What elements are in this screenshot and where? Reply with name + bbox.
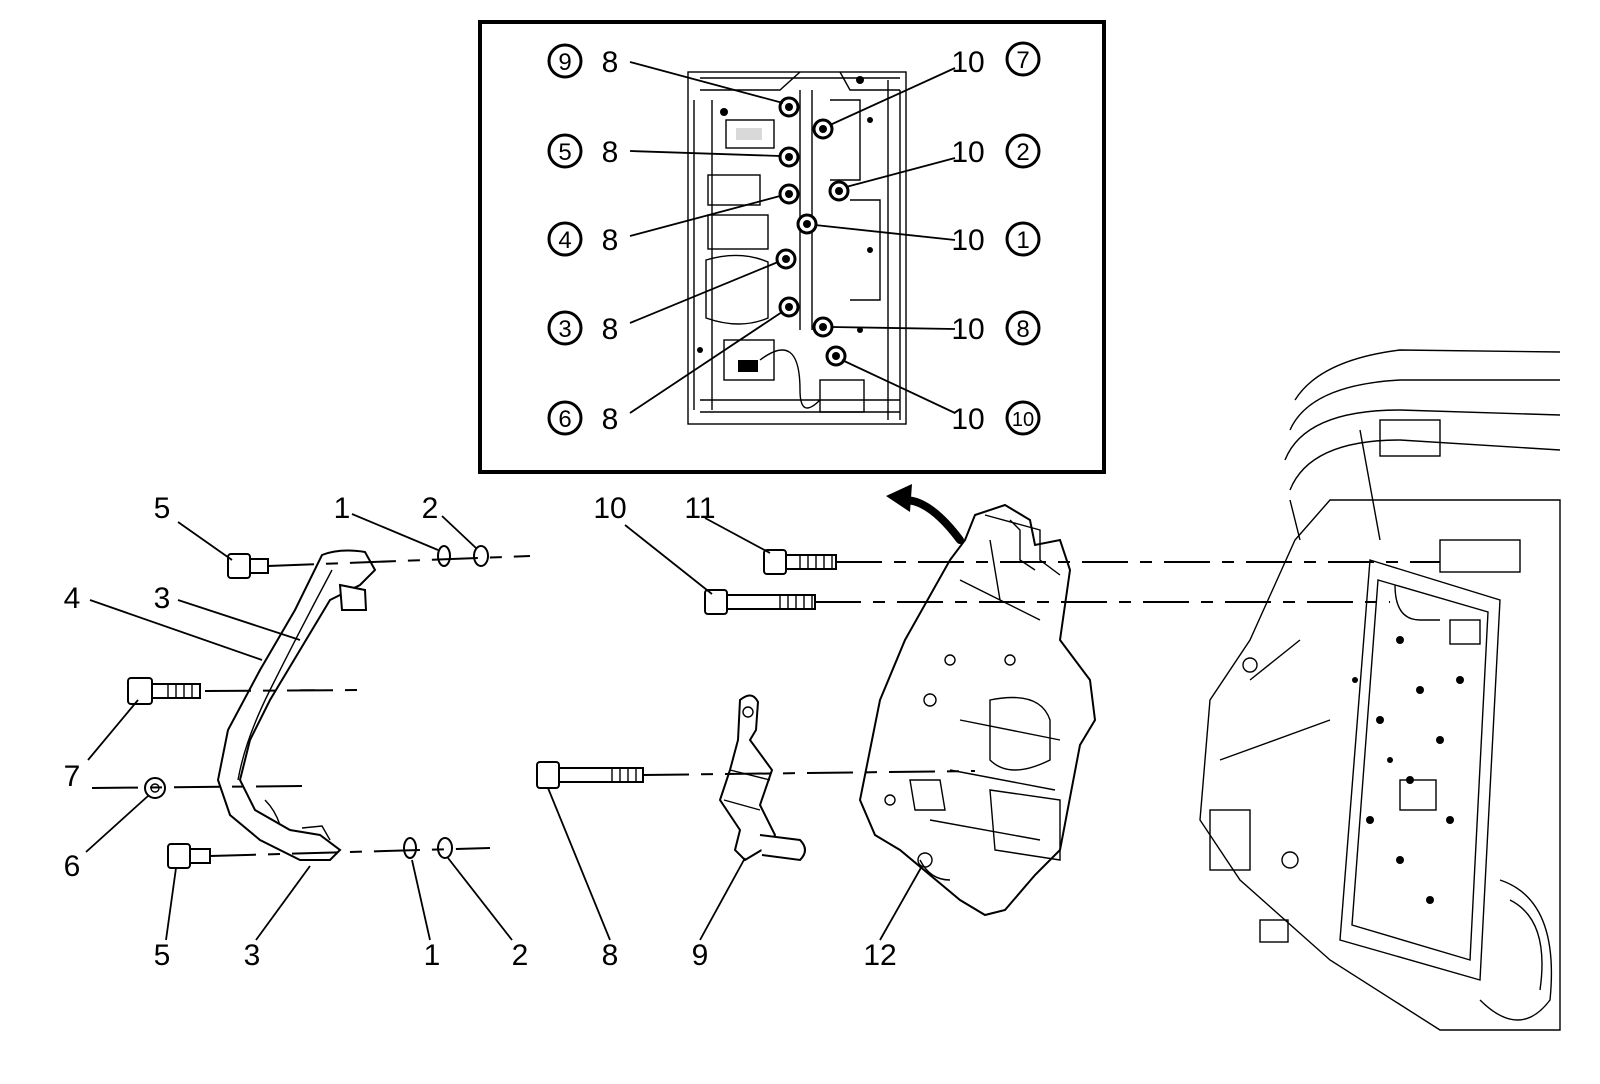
seq-circle <box>1005 133 1041 169</box>
seal-2-bottom <box>437 837 453 859</box>
seq-number: 8 <box>1016 316 1029 343</box>
bracket-9 <box>718 694 806 862</box>
seq-circle <box>1005 310 1041 346</box>
seq-number: 9 <box>558 49 571 76</box>
bolt-11 <box>763 549 837 575</box>
seq-number: 4 <box>558 227 571 254</box>
inset-leaders <box>629 61 956 414</box>
inset-right-labels: 10 7 10 2 10 1 10 8 10 10 <box>951 41 1041 436</box>
label-1-top: 1 <box>334 492 351 525</box>
label-12: 12 <box>863 939 896 972</box>
inset-bolt-heads <box>775 96 850 367</box>
callout-label: 10 <box>951 46 984 79</box>
alignment-lines <box>91 555 1440 857</box>
callout-label: 8 <box>602 136 619 169</box>
label-5-bottom: 5 <box>154 939 171 972</box>
washer-1-top <box>437 545 451 567</box>
label-9: 9 <box>692 939 709 972</box>
label-3-top: 3 <box>154 582 171 615</box>
label-11: 11 <box>684 492 715 525</box>
seq-number: 6 <box>558 406 571 433</box>
seq-number: 2 <box>1016 139 1029 166</box>
callout-label: 10 <box>951 136 984 169</box>
bolt-8-position-4 <box>778 183 800 205</box>
label-4: 4 <box>64 582 81 615</box>
harness-bracket <box>216 549 377 861</box>
control-module <box>858 503 1097 917</box>
callout-label: 8 <box>602 313 619 346</box>
seq-row-left-3: 4 8 <box>547 221 619 257</box>
label-6: 6 <box>64 850 81 883</box>
seq-circle <box>547 43 583 79</box>
seq-circle <box>1005 221 1041 257</box>
callout-label: 8 <box>602 403 619 436</box>
bolt-10-position-8 <box>812 316 834 338</box>
seq-number: 5 <box>558 139 571 166</box>
callout-label: 10 <box>951 313 984 346</box>
seal-2-top <box>473 545 489 567</box>
callout-leaders <box>85 513 923 941</box>
valve-body-illustration <box>687 71 907 425</box>
inset-left-labels: 9 8 5 8 4 8 3 8 6 8 <box>547 43 619 436</box>
detail-inset: 9 8 5 8 4 8 3 8 6 8 <box>478 20 1106 474</box>
bolt-8-position-6 <box>778 296 800 318</box>
seq-number: 3 <box>558 316 571 343</box>
seq-circle <box>1005 41 1041 77</box>
callout-label: 10 <box>951 403 984 436</box>
callout-labels: 5 1 2 4 3 7 6 5 3 1 2 8 9 12 10 11 <box>64 492 897 972</box>
seq-number: 7 <box>1016 47 1029 74</box>
seq-circle <box>1005 400 1041 436</box>
callout-label: 10 <box>951 224 984 257</box>
label-2-bottom: 2 <box>512 939 529 972</box>
seq-row-right-5: 10 10 <box>951 400 1041 436</box>
seq-row-right-1: 10 7 <box>951 41 1041 79</box>
seq-row-left-5: 6 8 <box>547 400 619 436</box>
seq-row-left-2: 5 8 <box>547 133 619 169</box>
view-arrow <box>886 484 964 544</box>
callout-label: 8 <box>602 46 619 79</box>
label-10: 10 <box>593 492 626 525</box>
bolt-8-position-3 <box>775 248 797 270</box>
washer-1-bottom <box>403 837 417 859</box>
bolt-5-top <box>227 553 269 579</box>
bolt-8 <box>536 761 644 789</box>
seq-row-right-2: 10 2 <box>951 133 1041 169</box>
label-1-bottom: 1 <box>424 939 441 972</box>
seq-row-right-4: 10 8 <box>951 310 1041 346</box>
callout-label: 8 <box>602 224 619 257</box>
bolt-8-position-5 <box>778 146 800 168</box>
seq-circle <box>547 310 583 346</box>
bolt-10 <box>704 589 816 615</box>
bolt-10-position-10 <box>825 345 847 367</box>
bolt-7 <box>127 677 201 705</box>
seq-circle <box>547 133 583 169</box>
bolt-10-position-1 <box>796 213 818 235</box>
transmission-illustration <box>1199 349 1561 1031</box>
label-3-bottom: 3 <box>244 939 261 972</box>
seq-number: 1 <box>1016 227 1029 254</box>
seq-row-left-1: 9 8 <box>547 43 619 79</box>
label-7: 7 <box>64 760 81 793</box>
seq-row-left-4: 3 8 <box>547 310 619 346</box>
seq-row-right-3: 10 1 <box>951 221 1041 257</box>
bolt-8-position-9 <box>778 96 800 118</box>
seq-circle <box>547 221 583 257</box>
bolt-10-position-7 <box>812 118 834 140</box>
label-2-top: 2 <box>422 492 439 525</box>
label-8: 8 <box>602 939 619 972</box>
label-5-top: 5 <box>154 492 171 525</box>
bolt-5-bottom <box>167 843 211 869</box>
seq-circle <box>547 400 583 436</box>
seq-number: 10 <box>1012 409 1034 431</box>
bolt-10-position-2 <box>828 180 850 202</box>
